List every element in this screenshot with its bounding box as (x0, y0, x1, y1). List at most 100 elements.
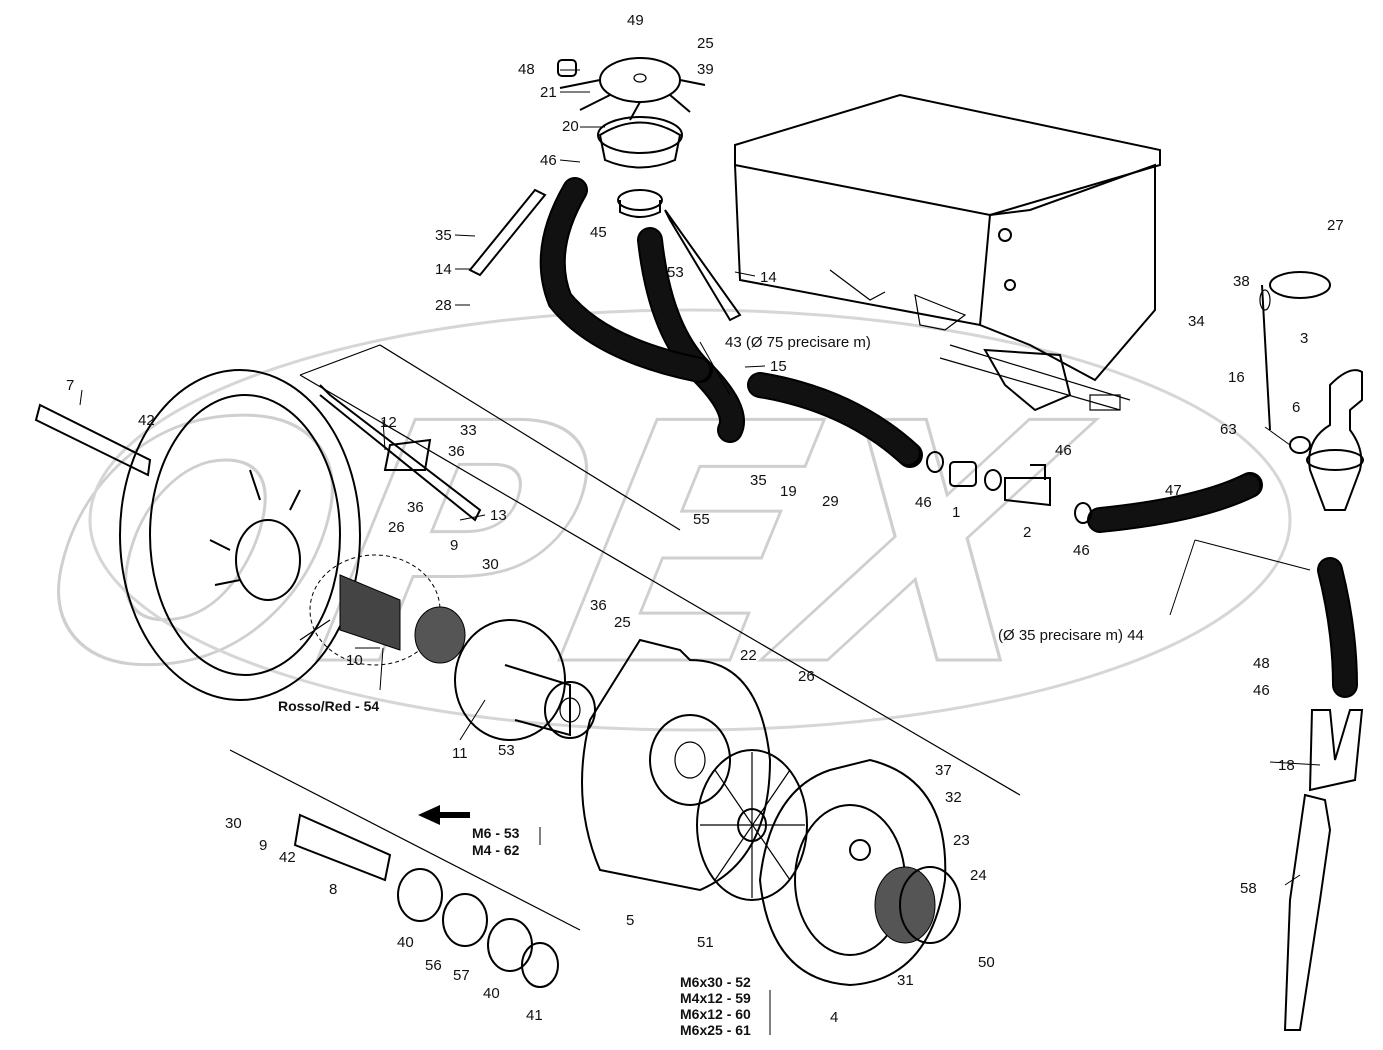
callout: 14 (435, 261, 452, 278)
callout: 27 (1327, 217, 1344, 234)
callout: 35 (750, 472, 767, 489)
m6-53-label: M6 - 53 (472, 825, 520, 841)
strap-13 (319, 384, 482, 522)
callout: 23 (953, 832, 970, 849)
m6x25-label: M6x25 - 61 (680, 1022, 751, 1038)
tube-58 (1283, 793, 1332, 1031)
callout: 32 (945, 789, 962, 806)
callout: 46 (915, 494, 932, 511)
shaft-7 (34, 403, 152, 477)
callout: 38 (1233, 273, 1250, 290)
callout: 9 (259, 837, 267, 854)
distributor-head (557, 57, 706, 218)
callout: 36 (590, 597, 607, 614)
callout: 53 (498, 742, 515, 759)
callouts: 49 25 48 39 21 20 46 45 53 14 35 14 28 1… (66, 12, 1344, 1026)
callout: 22 (740, 647, 757, 664)
hose-44-label: (Ø 35 precisare m) 44 (998, 627, 1144, 644)
callout: 26 (388, 519, 405, 536)
callout: 56 (425, 957, 442, 974)
callout: 33 (460, 422, 477, 439)
disc-24 (899, 866, 961, 944)
callout: 11 (452, 745, 468, 762)
callout: 2 (1023, 524, 1031, 541)
callout: 21 (540, 84, 557, 101)
grille-23 (874, 866, 936, 944)
hopper-box (734, 93, 1161, 412)
callout: 28 (435, 297, 452, 314)
fan-housing-55 (119, 344, 1021, 796)
callout: 39 (697, 61, 714, 78)
callout: 31 (897, 972, 914, 989)
callout: 29 (822, 493, 839, 510)
callout: 9 (450, 537, 458, 554)
direction-arrow (418, 805, 470, 825)
callout: 24 (970, 867, 987, 884)
leader-lines (79, 69, 1321, 1035)
watermark-ring (88, 308, 1292, 732)
strap-12 (383, 438, 432, 471)
flange-11 (454, 619, 596, 741)
callout: 40 (397, 934, 414, 951)
callout: 36 (448, 443, 465, 460)
callout: 3 (1300, 330, 1308, 347)
callout: 46 (1253, 682, 1270, 699)
callout: 46 (540, 152, 557, 169)
callout: 25 (614, 614, 631, 631)
callout: 13 (490, 507, 507, 524)
y-pipe-18 (1308, 709, 1364, 792)
callout: 34 (1188, 313, 1205, 330)
callout: 46 (1073, 542, 1090, 559)
callout: 42 (279, 849, 296, 866)
callout: 10 (346, 652, 363, 669)
coupling-10 (299, 554, 466, 666)
callout: 55 (693, 511, 710, 528)
callout: 1 (952, 504, 960, 521)
callout: 58 (1240, 880, 1257, 897)
m6x12-label: M6x12 - 60 (680, 1006, 751, 1022)
callout: 15 (770, 358, 787, 375)
callout: 46 (1055, 442, 1072, 459)
callout: 48 (1253, 655, 1270, 672)
callout: 5 (626, 912, 634, 929)
tee-fitting (926, 451, 1092, 524)
m6x30-label: M6x30 - 52 (680, 974, 751, 990)
callout: 49 (627, 12, 644, 29)
hose-44 (747, 372, 1358, 698)
callout: 4 (830, 1009, 838, 1026)
callout: 7 (66, 377, 74, 394)
callout: 42 (138, 412, 155, 429)
annotations: 43 (Ø 75 precisare m) (Ø 35 precisare m)… (278, 334, 1144, 1038)
callout: 8 (329, 881, 337, 898)
bracket-14-right (664, 209, 742, 322)
callout: 35 (435, 227, 452, 244)
callout: 20 (562, 118, 579, 135)
callout: 26 (798, 668, 815, 685)
coupling-54-label: Rosso/Red - 54 (278, 698, 379, 714)
callout: 12 (380, 414, 397, 431)
callout: 18 (1278, 757, 1295, 774)
callout: 41 (526, 1007, 543, 1024)
callout: 19 (780, 483, 797, 500)
callout: 30 (482, 556, 499, 573)
callout: 6 (1292, 399, 1300, 416)
callout: 57 (453, 967, 470, 984)
callout: 51 (697, 934, 714, 951)
m4-62-label: M4 - 62 (472, 842, 520, 858)
impeller-51 (696, 749, 808, 901)
callout: 50 (978, 954, 995, 971)
hose-43-label: 43 (Ø 75 precisare m) (725, 334, 871, 351)
callout: 36 (407, 499, 424, 516)
callout: 53 (667, 264, 684, 281)
lower-shaft-assembly (229, 749, 581, 988)
bracket-14-left (468, 188, 547, 277)
m4x12-label: M4x12 - 59 (680, 990, 751, 1006)
callout: 45 (590, 224, 607, 241)
callout: 48 (518, 61, 535, 78)
callout: 47 (1165, 482, 1182, 499)
callout: 16 (1228, 369, 1245, 386)
callout: 30 (225, 815, 242, 832)
callout: 63 (1220, 421, 1237, 438)
callout: 37 (935, 762, 952, 779)
